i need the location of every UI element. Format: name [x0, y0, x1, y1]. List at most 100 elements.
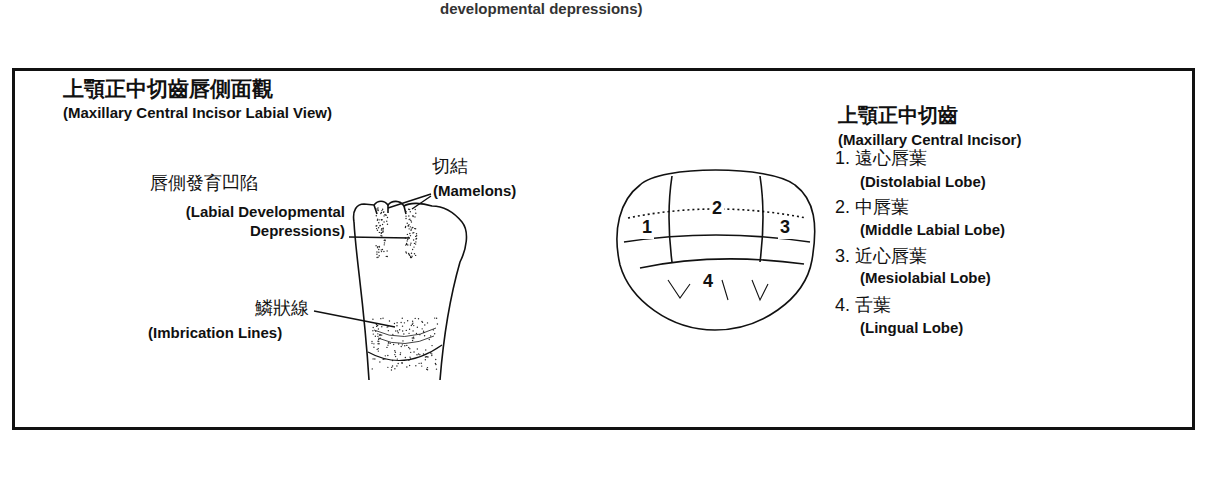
stipple-dot: [391, 337, 392, 338]
stipple-dot: [427, 356, 428, 357]
cropped-caption: developmental depressions): [440, 0, 643, 19]
stipple-dot: [411, 253, 412, 254]
stipple-dot: [399, 329, 400, 330]
stipple-dot: [409, 233, 410, 234]
stipple-dot: [404, 345, 405, 346]
stipple-dot: [412, 249, 413, 250]
stipple-dot: [408, 224, 409, 225]
stipple-dot: [413, 338, 414, 339]
list-item: (Middle Labial Lobe): [860, 221, 1005, 240]
leader-line: [314, 311, 395, 327]
stipple-dot: [378, 328, 379, 329]
stipple-dot: [387, 224, 388, 225]
stipple-dot: [375, 336, 376, 337]
stipple-dot: [405, 227, 406, 228]
stipple-dot: [407, 239, 408, 240]
stipple-dot: [419, 334, 420, 335]
stipple-dot: [379, 246, 380, 247]
stipple-dot: [406, 366, 407, 367]
stipple-dot: [421, 321, 422, 322]
stipple-dot: [418, 363, 419, 364]
stipple-dot: [379, 225, 380, 226]
stipple-dot: [410, 352, 411, 353]
leader-line: [388, 194, 431, 209]
stipple-dot: [408, 209, 409, 210]
stipple-dot: [383, 359, 384, 360]
stipple-dot: [434, 317, 435, 318]
stipple-dot: [381, 251, 382, 252]
stipple-dot: [406, 330, 407, 331]
stipple-dot: [374, 358, 375, 359]
frame-box: 上顎正中切齒唇側面觀(Maxillary Central Incisor Lab…: [12, 68, 1195, 430]
stipple-dot: [408, 208, 409, 209]
stipple-dot: [411, 325, 412, 326]
stipple-dot: [378, 252, 379, 253]
cervical-line: [368, 345, 442, 361]
stipple-dot: [394, 323, 395, 324]
stipple-dot: [416, 235, 417, 236]
stipple-dot: [421, 362, 422, 363]
stipple-dot: [435, 363, 436, 364]
stipple-dot: [392, 365, 393, 366]
stipple-dot: [418, 318, 419, 319]
lobe-boundary: [669, 176, 763, 262]
stipple-dot: [381, 233, 382, 234]
stipple-dot: [405, 215, 406, 216]
stipple-dot: [377, 218, 378, 219]
stipple-dot: [426, 356, 427, 357]
stipple-dot: [413, 337, 414, 338]
stipple-dot: [372, 358, 373, 359]
stipple-dot: [373, 333, 374, 334]
stipple-dot: [391, 367, 392, 368]
stipple-dot: [425, 356, 426, 357]
stipple-dot: [437, 323, 438, 324]
stipple-dot: [397, 330, 398, 331]
stipple-dot: [430, 352, 431, 353]
stipple-dot: [430, 335, 431, 336]
list-item: 1. 遠心唇葉: [835, 147, 927, 170]
stipple-dot: [414, 243, 415, 244]
stipple-dot: [379, 246, 380, 247]
stipple-dot: [412, 340, 413, 341]
stipple-dot: [414, 253, 415, 254]
stipple-dot: [413, 351, 414, 352]
leader-line: [349, 237, 410, 238]
stipple-dot: [409, 348, 410, 349]
stipple-dot: [376, 254, 377, 255]
stipple-dot: [406, 244, 407, 245]
stipple-dot: [373, 343, 374, 344]
stipple-dot: [395, 356, 396, 357]
stipple-dot: [381, 229, 382, 230]
stipple-dot: [416, 233, 417, 234]
stipple-dot: [371, 341, 372, 342]
stipple-dot: [403, 333, 404, 334]
stipple-dot: [411, 227, 412, 228]
callout-number: 4: [701, 270, 715, 293]
stipple-dot: [382, 231, 383, 232]
stipple-dot: [430, 352, 431, 353]
stipple-dot: [408, 347, 409, 348]
list-item: 3. 近心唇葉: [835, 245, 927, 268]
part-label: 切結: [432, 155, 468, 178]
part-label: (Imbrication Lines): [148, 324, 282, 343]
mamelon-notch: [374, 205, 406, 214]
stipple-dot: [388, 342, 389, 343]
stipple-dot: [382, 249, 383, 250]
stipple-dot: [436, 368, 437, 369]
stipple-dot: [391, 369, 392, 370]
stipple-dot: [392, 360, 393, 361]
stipple-dot: [412, 323, 413, 324]
stipple-dot: [429, 339, 430, 340]
stipple-dot: [408, 333, 409, 334]
stipple-dot: [386, 347, 387, 348]
stipple-dot: [409, 365, 410, 366]
stipple-dot: [381, 219, 382, 220]
stipple-dot: [376, 228, 377, 229]
stipple-dot: [379, 255, 380, 256]
stipple-dot: [379, 334, 380, 335]
stipple-dot: [416, 333, 417, 334]
stipple-dot: [380, 318, 381, 319]
stipple-dot: [436, 318, 437, 319]
stipple-dot: [380, 225, 381, 226]
stipple-dot: [378, 222, 379, 223]
